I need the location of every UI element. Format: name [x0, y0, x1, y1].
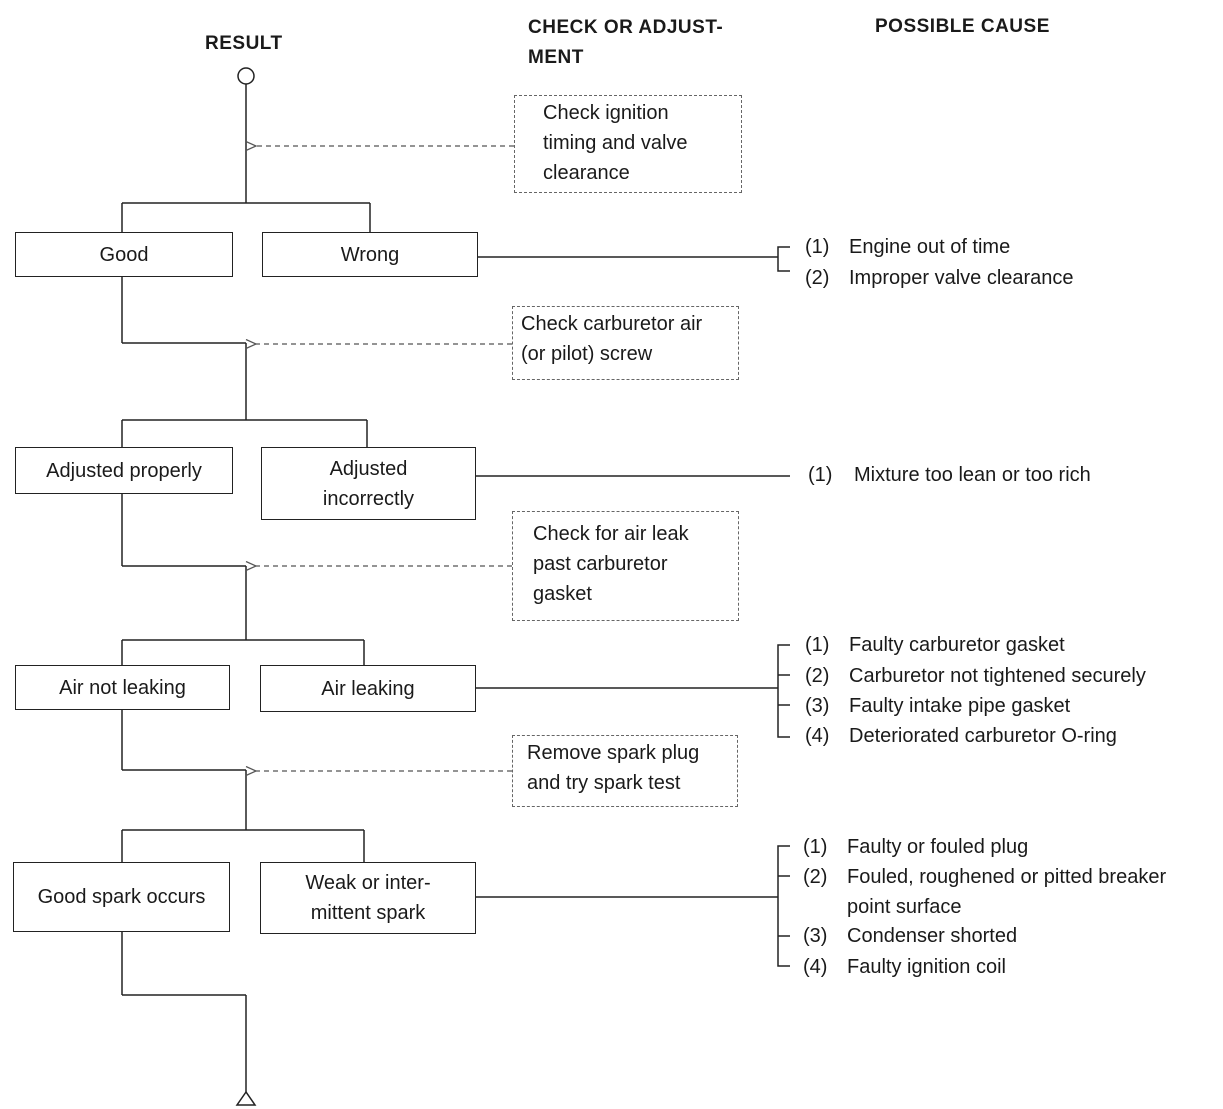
cause-number: (1): [805, 634, 830, 656]
cause-number: (4): [805, 725, 830, 747]
end-node: [235, 1090, 257, 1106]
result-air-not-leaking: Air not leaking: [15, 665, 230, 710]
cause-text: Faulty or fouled plug: [847, 836, 1029, 858]
cause-text: Mixture too lean or too rich: [854, 464, 1091, 486]
cause-list-item: (2) Improper valve clearance: [805, 263, 1074, 293]
cause-text: Carburetor not tightened securely: [849, 665, 1146, 687]
header-possible-cause: POSSIBLE CAUSE: [875, 16, 1050, 37]
cause-text: Faulty carburetor gasket: [849, 634, 1065, 656]
cause-number: (2): [805, 267, 830, 289]
cause-list-item: (4) Faulty ignition coil: [803, 952, 1006, 982]
cause-text: Fouled, roughened or pitted breaker: [847, 866, 1167, 888]
check-air-leak: Check for air leak past carburetor gaske…: [512, 511, 739, 621]
cause-text-continued: point surface: [847, 896, 962, 918]
cause-number: (1): [805, 236, 830, 258]
cause-list-item: (3) Faulty intake pipe gasket: [805, 691, 1070, 721]
cause-text: Deteriorated carburetor O-ring: [849, 725, 1117, 747]
check-spark-test: Remove spark plug and try spark test: [512, 735, 738, 807]
result-good: Good: [15, 232, 233, 277]
cause-number: (1): [803, 836, 828, 858]
cause-list-item: (1) Engine out of time: [805, 232, 1010, 262]
cause-number: (2): [805, 665, 830, 687]
cause-number: (3): [805, 695, 830, 717]
cause-text: Faulty ignition coil: [847, 956, 1006, 978]
cause-list-item: (1) Faulty carburetor gasket: [805, 630, 1065, 660]
cause-text: Engine out of time: [849, 236, 1011, 258]
result-adjusted-properly: Adjusted properly: [15, 447, 233, 494]
cause-text: Condenser shorted: [847, 925, 1018, 947]
header-result: RESULT: [205, 33, 283, 54]
check-carburetor-screw: Check carburetor air (or pilot) screw: [512, 306, 739, 380]
result-adjusted-incorrectly: Adjusted incorrectly: [261, 447, 476, 520]
result-wrong: Wrong: [262, 232, 478, 277]
cause-list-item: (1) Mixture too lean or too rich: [808, 460, 1091, 490]
cause-list-item: (2) Carburetor not tightened securely: [805, 661, 1146, 691]
result-air-leaking: Air leaking: [260, 665, 476, 712]
check-ignition-timing: Check ignition timing and valve clearanc…: [514, 95, 742, 193]
result-weak-spark: Weak or inter- mittent spark: [260, 862, 476, 934]
cause-list-item: (2) Fouled, roughened or pitted breaker p…: [803, 862, 1166, 922]
result-good-spark: Good spark occurs: [13, 862, 230, 932]
cause-list-item: (1) Faulty or fouled plug: [803, 832, 1028, 862]
cause-list-item: (4) Deteriorated carburetor O-ring: [805, 721, 1117, 751]
cause-number: (4): [803, 956, 828, 978]
start-node: [237, 67, 255, 85]
cause-text: Faulty intake pipe gasket: [849, 695, 1071, 717]
cause-list-item: (3) Condenser shorted: [803, 921, 1017, 951]
cause-number: (3): [803, 925, 828, 947]
cause-text: Improper valve clearance: [849, 267, 1074, 289]
cause-number: (2): [803, 866, 828, 888]
header-check-or-adjustment: CHECK OR ADJUST- MENT: [528, 17, 724, 68]
cause-number: (1): [808, 464, 833, 486]
